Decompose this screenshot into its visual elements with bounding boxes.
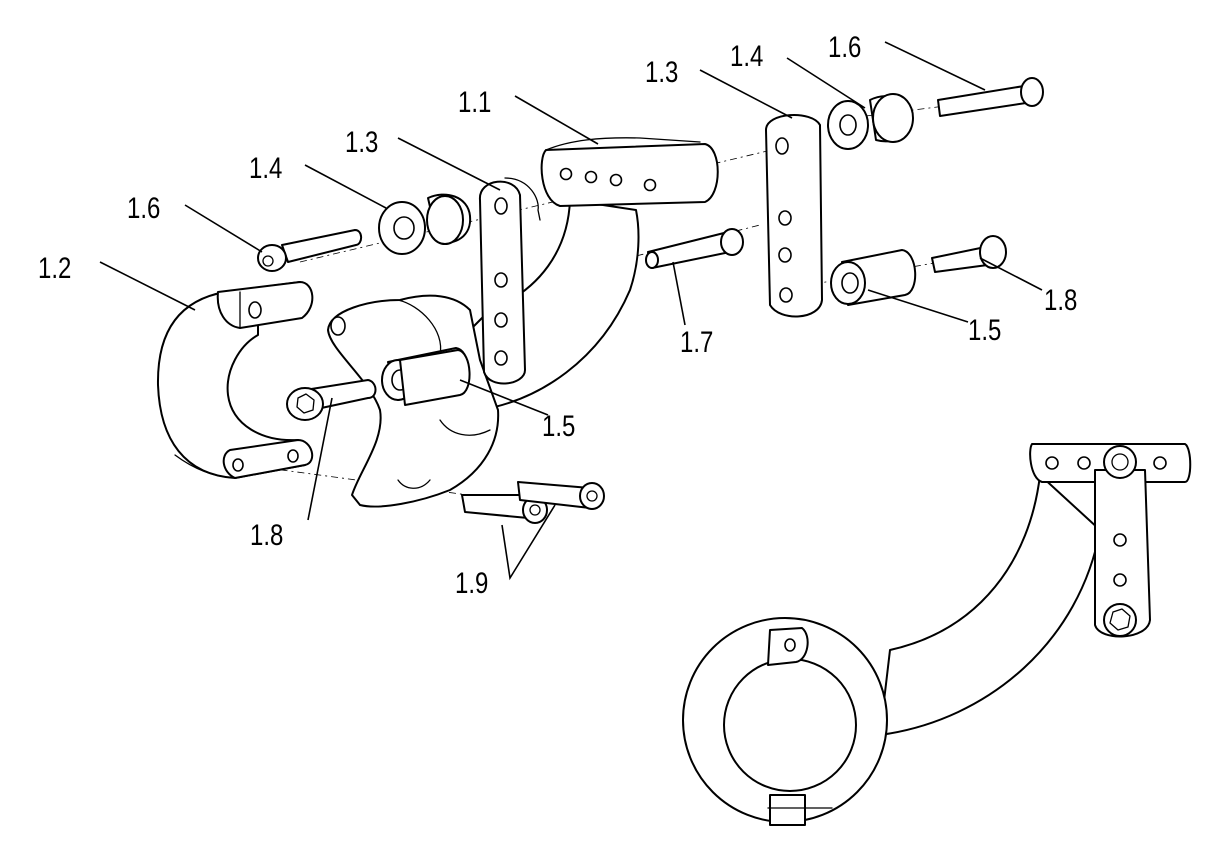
part-1-3-link-right — [765, 114, 823, 318]
callout-1-8-right: 1.8 — [1044, 282, 1077, 316]
part-1-9-screws — [461, 481, 605, 524]
part-1-6-screw-left — [257, 229, 363, 272]
part-1-6-screw-right — [937, 77, 1044, 117]
callout-1-7: 1.7 — [680, 324, 713, 358]
callout-1-5-centre: 1.5 — [542, 408, 575, 442]
part-1-5-spacer-left — [399, 349, 471, 406]
callout-1-3-right: 1.3 — [645, 54, 678, 88]
callout-1-4-left: 1.4 — [249, 150, 282, 184]
callout-1-1: 1.1 — [458, 84, 491, 118]
assembled-view — [682, 443, 1192, 826]
leader-lines — [99, 41, 1043, 581]
part-1-8-screw-left — [286, 379, 377, 421]
callout-1-2: 1.2 — [38, 250, 71, 284]
callout-1-6-left: 1.6 — [127, 190, 160, 224]
part-1-3-link-left — [478, 177, 541, 385]
callout-1-8-left: 1.8 — [250, 517, 283, 551]
callout-1-3-left: 1.3 — [345, 124, 378, 158]
callout-1-9: 1.9 — [455, 565, 488, 599]
callout-1-6-right: 1.6 — [828, 29, 861, 63]
callout-labels: 1.1 1.2 1.3 1.3 1.4 1.4 1.5 1.5 1.6 1.6 … — [38, 29, 1077, 599]
part-1-8-screw-right — [931, 235, 1007, 273]
part-1-7-screw — [645, 228, 744, 269]
callout-1-5-right: 1.5 — [968, 312, 1001, 346]
callout-1-4-right: 1.4 — [730, 38, 763, 72]
part-1-2-clamp-half — [156, 281, 314, 479]
part-1-5-spacer-right — [830, 249, 917, 306]
part-1-4-bushing-right — [827, 93, 914, 150]
part-1-4-bushing-left — [378, 193, 472, 255]
